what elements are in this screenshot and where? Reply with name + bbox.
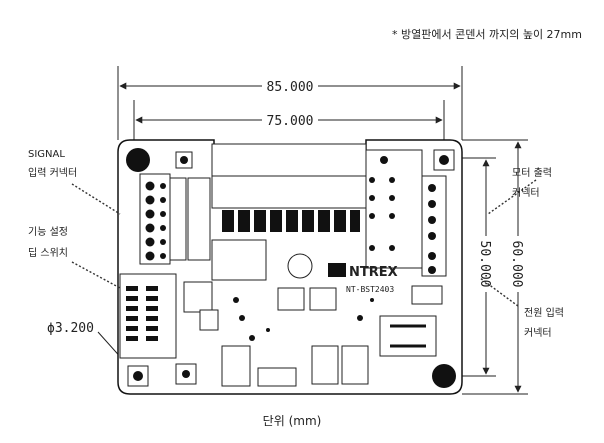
mounting-holes: [126, 148, 456, 388]
unit-label: 단위 (mm): [263, 414, 322, 428]
signal-connector: [139, 173, 211, 265]
power-label-2: 커넥터: [524, 327, 552, 339]
signal-label-2: 입력 커넥터: [28, 166, 77, 179]
power-label-1: 전원 입력: [524, 306, 564, 319]
logo-text: NTREX: [349, 265, 398, 280]
ntrex-logo: NTREX NT-BST2403: [328, 263, 398, 294]
height-note: * 방열판에서 콘덴서 까지의 높이 27mm: [392, 28, 582, 41]
dip-label-2: 딥 스위치: [28, 246, 68, 259]
motor-label-1: 모터 출력: [512, 167, 552, 179]
motor-label-2: 커넥터: [512, 187, 540, 199]
dim-50: 50.000: [477, 241, 492, 288]
dip-label-1: 기능 설정: [28, 226, 68, 238]
callout-leaders: [71, 179, 537, 307]
signal-label-1: SIGNAL: [28, 149, 65, 160]
dim-60: 60.000: [509, 241, 524, 288]
motor-connector: [365, 149, 447, 277]
dim-hole-diameter: ϕ3.200: [47, 321, 94, 336]
dim-85: 85.000: [267, 80, 314, 95]
board-model: NT-BST2403: [346, 285, 394, 294]
components: [211, 239, 374, 387]
dim-75: 75.000: [267, 114, 314, 129]
dip-switch: [119, 273, 219, 385]
power-connector: [379, 285, 443, 357]
